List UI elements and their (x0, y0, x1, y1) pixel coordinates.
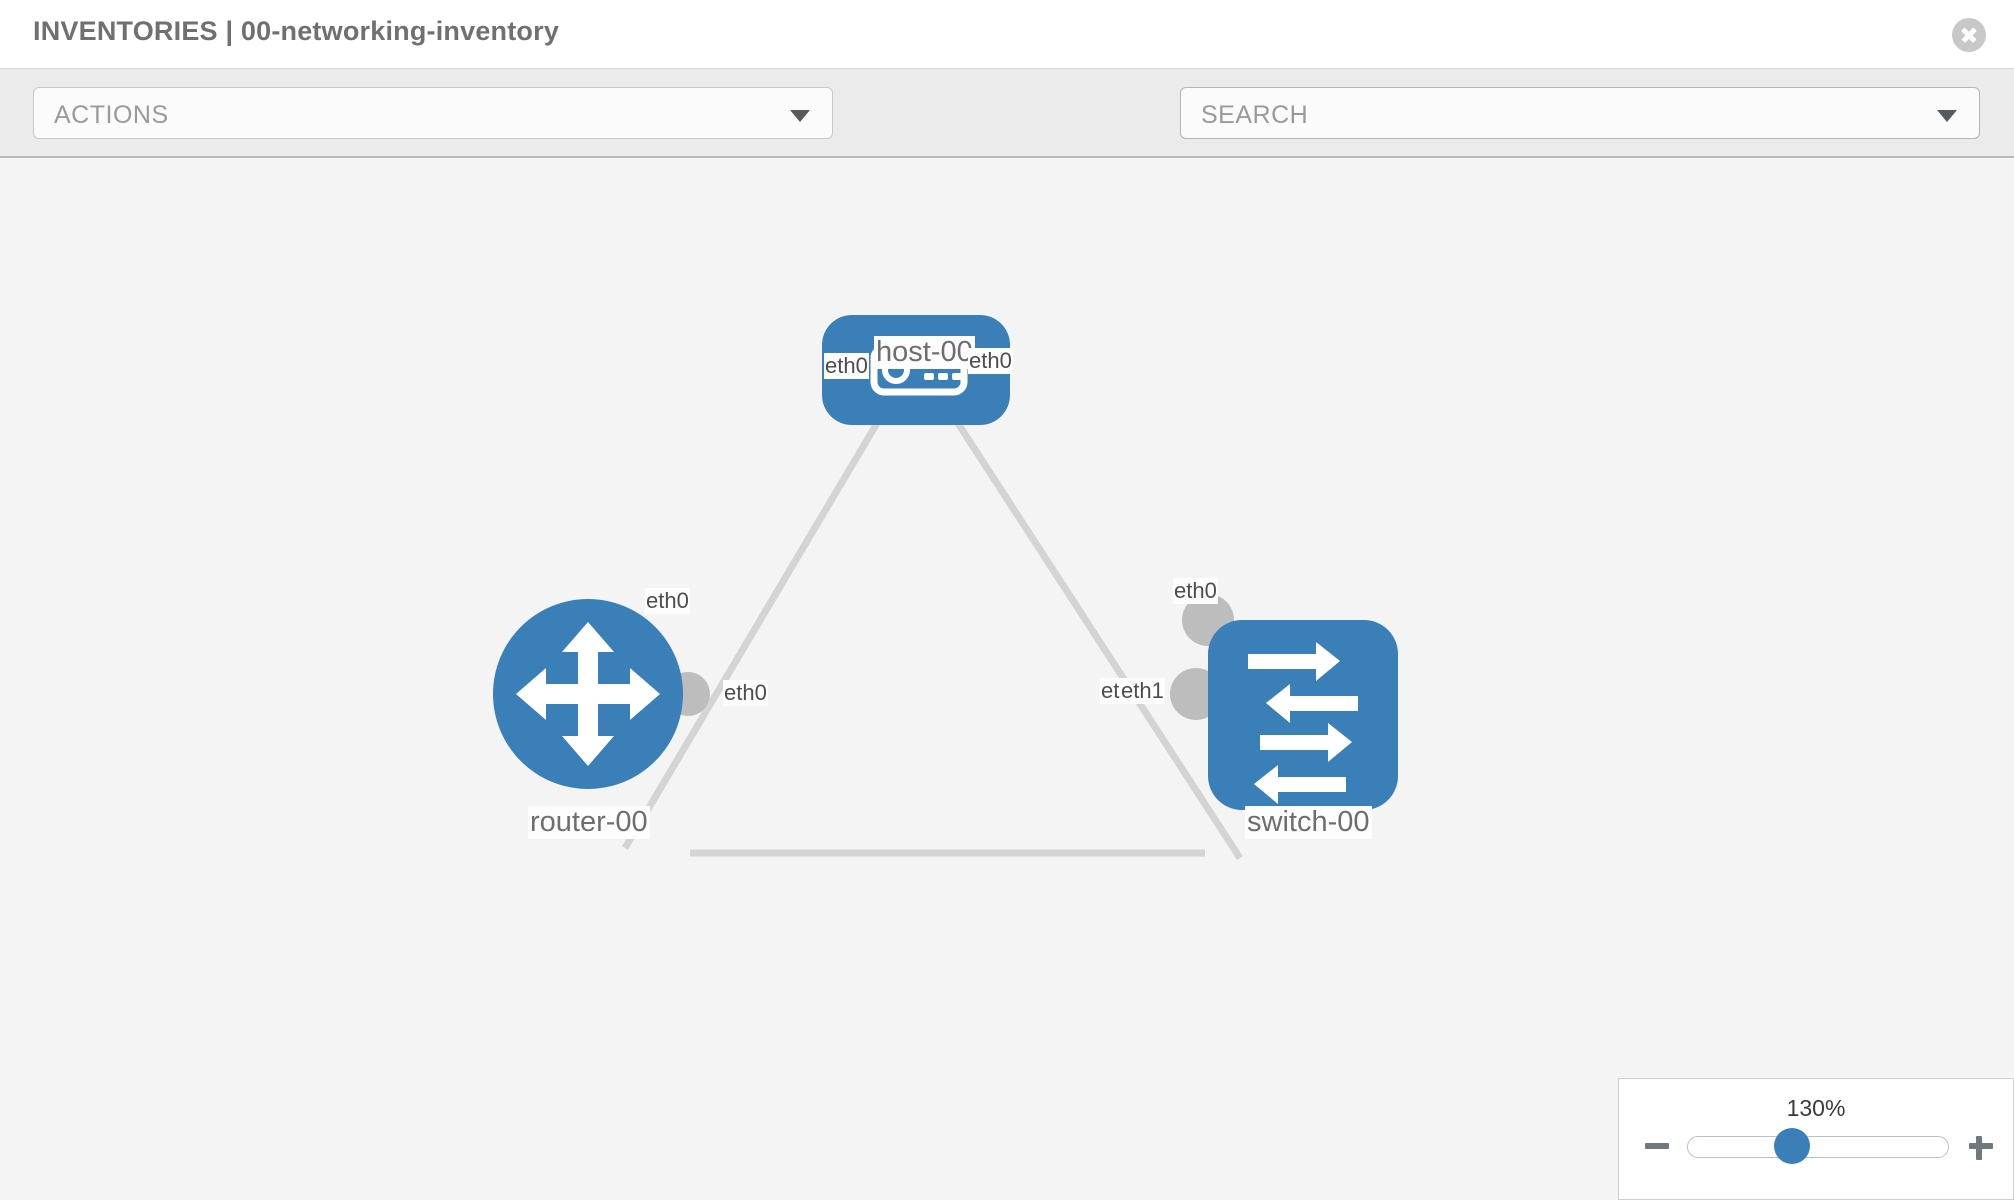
topology-canvas[interactable]: host-00 router-00 switch-00 eth0 eth0 et… (0, 158, 2014, 1200)
node-label-host-00[interactable]: host-00 (874, 336, 975, 369)
actions-dropdown-label: ACTIONS (54, 101, 169, 129)
zoom-in-button[interactable] (1967, 1131, 1997, 1161)
node-switch-00 (1208, 620, 1398, 810)
node-label-router-00[interactable]: router-00 (528, 806, 650, 839)
zoom-control-panel: 130% (1618, 1078, 2014, 1200)
page-title: INVENTORIES | 00-networking-inventory (33, 16, 560, 46)
node-label-switch-00[interactable]: switch-00 (1245, 806, 1372, 839)
topology-graph (493, 315, 1398, 860)
iface-label-switch-up[interactable]: eth0 (1173, 578, 1218, 604)
zoom-slider-thumb[interactable] (1774, 1128, 1810, 1164)
iface-label-router-up[interactable]: eth0 (645, 588, 690, 614)
iface-label-router-right[interactable]: eth0 (723, 680, 768, 706)
search-input[interactable]: SEARCH (1180, 87, 1980, 139)
toolbar: ACTIONS SEARCH (0, 69, 2014, 199)
link-host-switch (945, 406, 1243, 860)
zoom-level-label: 130% (1786, 1095, 1846, 1121)
link-host-router (621, 406, 890, 850)
chevron-down-icon (790, 110, 810, 122)
page-header: INVENTORIES | 00-networking-inventory (0, 0, 2014, 69)
zoom-slider-track[interactable] (1687, 1136, 1949, 1158)
topology-links (621, 406, 1243, 860)
search-input-placeholder: SEARCH (1201, 101, 1309, 129)
iface-label-switch-left-b[interactable]: eth1 (1120, 678, 1165, 704)
zoom-out-button[interactable] (1643, 1131, 1673, 1161)
close-icon[interactable] (1952, 18, 1986, 52)
switch-arrows-glyph (1248, 642, 1358, 804)
iface-label-host-left[interactable]: eth0 (824, 353, 869, 379)
node-router-00 (493, 599, 683, 789)
router-arrows-glyph (516, 622, 660, 766)
iface-label-host-right[interactable]: eth0 (968, 348, 1013, 374)
chevron-down-icon (1937, 110, 1957, 122)
actions-dropdown[interactable]: ACTIONS (33, 87, 833, 139)
